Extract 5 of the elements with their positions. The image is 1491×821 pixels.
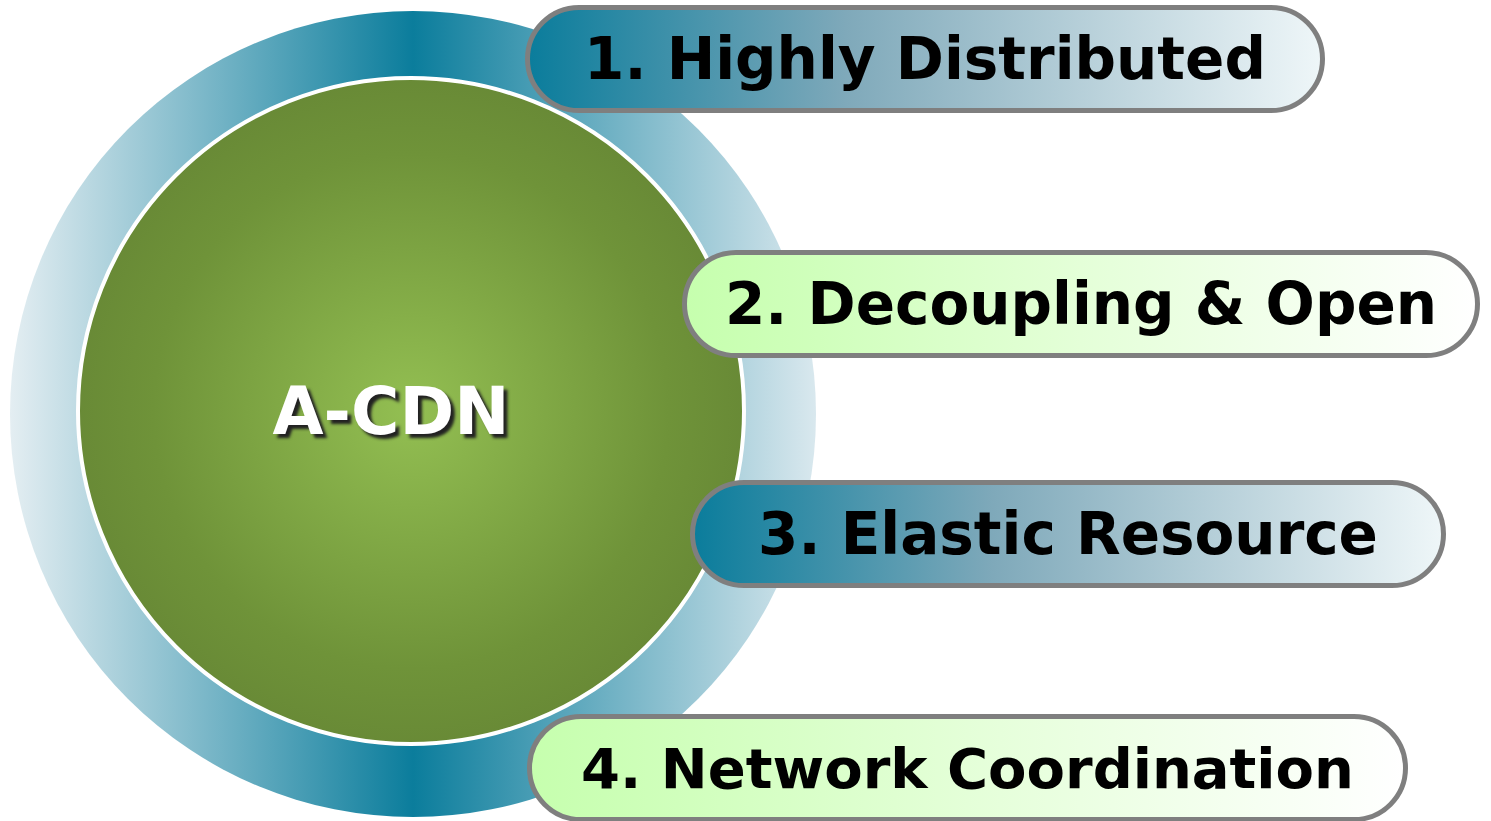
feature-label: 2. Decoupling & Open (724, 270, 1438, 338)
feature-label: 1. Highly Distributed (584, 25, 1266, 93)
center-title: A-CDN (272, 372, 510, 450)
feature-label: 4. Network Coordination (581, 735, 1354, 801)
feature-label: 3. Elastic Resource (758, 500, 1378, 568)
